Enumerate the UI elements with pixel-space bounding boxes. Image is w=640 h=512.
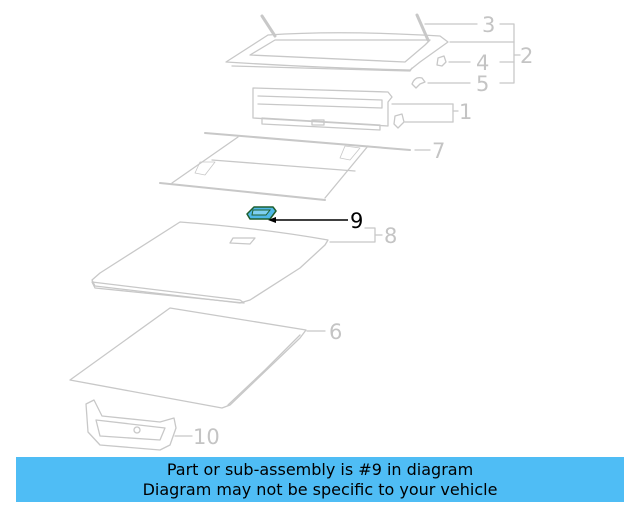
banner-line-disclaimer: Diagram may not be specific to your vehi… — [142, 480, 498, 499]
part-6-floor-panel — [69, 307, 307, 409]
leader-lines — [174, 23, 521, 437]
callout-9: 9 — [350, 209, 363, 233]
callout-7: 7 — [432, 139, 445, 163]
callout-2: 2 — [520, 44, 533, 68]
part-1-clip — [393, 113, 405, 129]
callout-3: 3 — [482, 13, 495, 37]
part-8-floor-panel — [91, 221, 329, 304]
banner-line-part: Part or sub-assembly is #9 in diagram — [166, 460, 474, 479]
callout-6: 6 — [329, 320, 342, 344]
callout-4: 4 — [476, 51, 489, 75]
part-1-housing — [252, 87, 393, 131]
part-10-tray — [85, 399, 177, 451]
part-2-cover — [225, 13, 449, 72]
info-banner: Part or sub-assembly is #9 in diagram Di… — [16, 457, 624, 502]
callout-5: 5 — [476, 72, 489, 96]
callout-1: 1 — [459, 100, 472, 124]
part-5-clip — [411, 76, 426, 89]
part-4-clip — [436, 55, 447, 67]
callout-8: 8 — [384, 224, 397, 248]
part-7-cargo-net — [159, 132, 411, 201]
part-9-highlighted — [246, 206, 348, 223]
callout-10: 10 — [193, 425, 220, 449]
